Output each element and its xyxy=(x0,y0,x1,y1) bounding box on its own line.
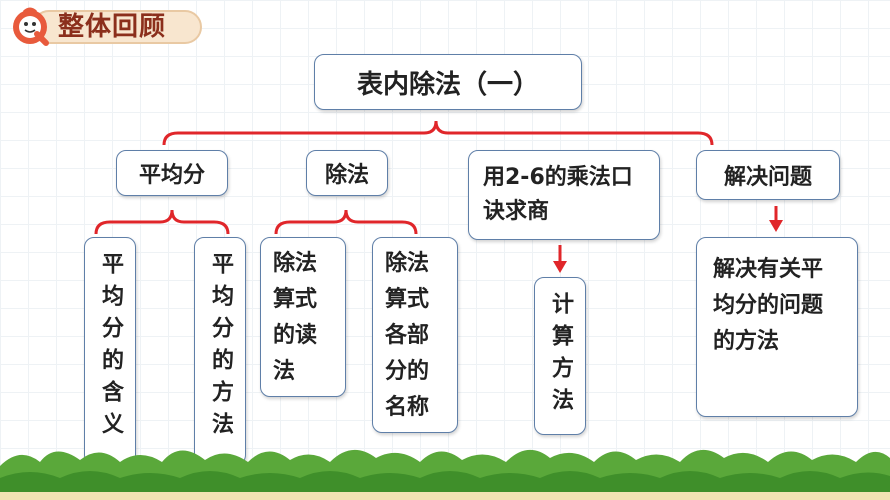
leaf-average-meaning: 平均分的含义 xyxy=(84,237,136,465)
leaf-division-reading: 除法算式的读法 xyxy=(260,237,346,397)
branch-solve-problems: 解决问题 xyxy=(696,150,840,200)
q-badge-icon xyxy=(13,7,49,46)
leaf-solve-method: 解决有关平均分的问题的方法 xyxy=(696,237,858,417)
leaf-average-method: 平均分的方法 xyxy=(194,237,246,465)
grass-decoration xyxy=(0,449,890,500)
root-node: 表内除法（一） xyxy=(314,54,582,110)
section-header: 整体回顾 xyxy=(6,6,202,48)
header-pill xyxy=(32,10,202,44)
branch-multiplication-table: 用2-6的乘法口诀求商 xyxy=(468,150,660,240)
leaf-division-parts: 除法算式各部分的名称 xyxy=(372,237,458,433)
branch-division: 除法 xyxy=(306,150,388,196)
header-title: 整体回顾 xyxy=(58,12,167,42)
branch-average: 平均分 xyxy=(116,150,228,196)
leaf-calc-method: 计算方法 xyxy=(534,277,586,435)
